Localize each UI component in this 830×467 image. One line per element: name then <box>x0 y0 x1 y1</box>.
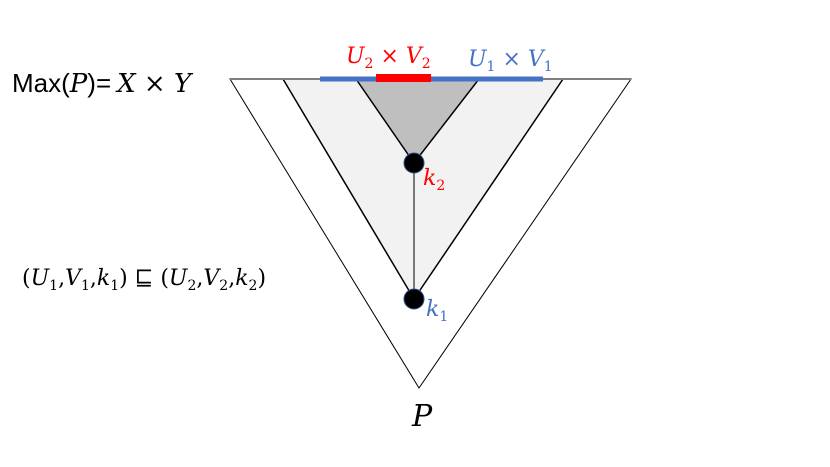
u2v2-label: U2 × V2 <box>346 44 431 72</box>
k2-label: k2 <box>423 166 445 194</box>
k1-label: k1 <box>426 297 448 325</box>
P-label: P <box>411 399 433 434</box>
order-relation: (U1,V1,k1) ⊑ (U2,V2,k2) <box>22 266 266 294</box>
max-label: Max(P)=X × Y <box>12 68 194 99</box>
u1v1-label: U1 × V1 <box>468 47 553 75</box>
node-k1 <box>403 288 425 310</box>
node-k2 <box>403 152 425 174</box>
